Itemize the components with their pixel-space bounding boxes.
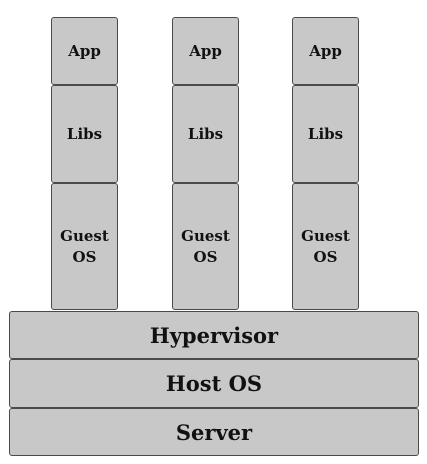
- stack-1-app-label: App: [68, 41, 101, 60]
- stack-1-libs-box: Libs: [51, 85, 118, 183]
- stack-2-libs-label: Libs: [187, 124, 224, 143]
- host-os-layer: Host OS: [9, 359, 419, 408]
- stack-2-libs-box: Libs: [172, 85, 239, 183]
- stack-2-app-box: App: [172, 17, 239, 85]
- stack-3-app-label: App: [309, 41, 342, 60]
- stack-3-guest-os-label: Guest OS: [301, 226, 350, 266]
- stack-3-app-box: App: [292, 17, 359, 85]
- stack-3-libs-label: Libs: [307, 124, 344, 143]
- server-label: Server: [175, 419, 253, 445]
- stack-1-guest-os-box: Guest OS: [51, 183, 118, 310]
- stack-1-guest-os-label: Guest OS: [60, 226, 109, 266]
- hypervisor-layer: Hypervisor: [9, 311, 419, 359]
- hypervisor-label: Hypervisor: [149, 322, 279, 348]
- stack-2-guest-os-box: Guest OS: [172, 183, 239, 310]
- stack-2-guest-os-label: Guest OS: [181, 226, 230, 266]
- stack-1-libs-label: Libs: [66, 124, 103, 143]
- server-layer: Server: [9, 408, 419, 456]
- stack-2-app-label: App: [189, 41, 222, 60]
- stack-1-app-box: App: [51, 17, 118, 85]
- stack-3-guest-os-box: Guest OS: [292, 183, 359, 310]
- stack-3-libs-box: Libs: [292, 85, 359, 183]
- host-os-label: Host OS: [165, 371, 263, 396]
